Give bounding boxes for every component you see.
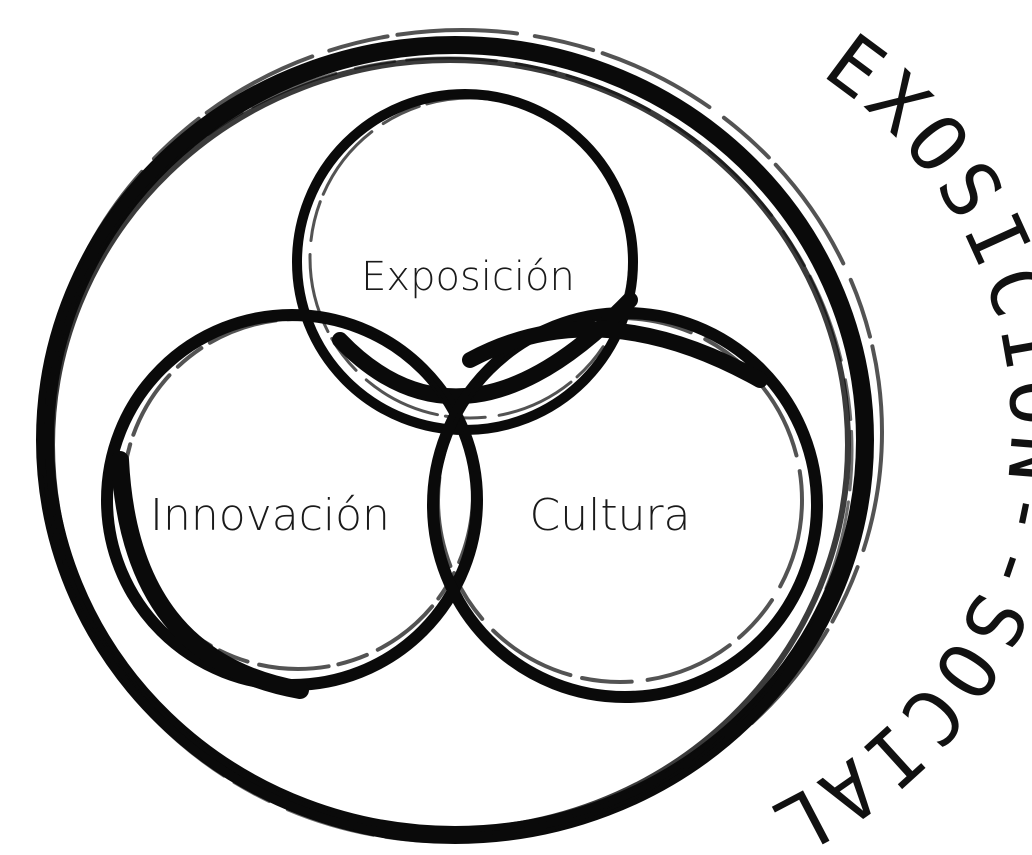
label-cultura: Cultura [529,490,690,541]
label-innovacion: Innovación [150,490,390,541]
label-exposicion: Exposición [361,254,575,300]
